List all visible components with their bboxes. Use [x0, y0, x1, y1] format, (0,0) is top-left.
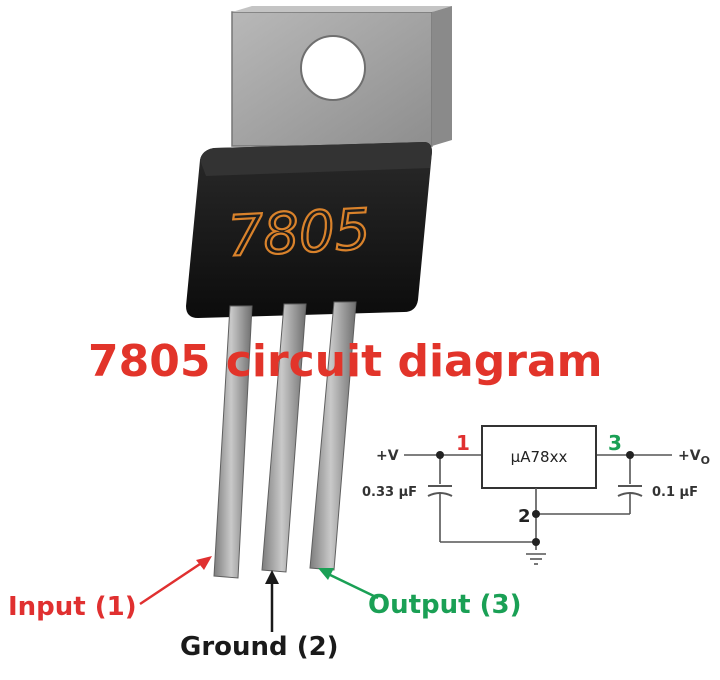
- output-pin-label: Output (3): [368, 590, 522, 620]
- pin2-label: 2: [518, 506, 531, 527]
- pin3-label: 3: [608, 431, 622, 455]
- output-rail-label: +VO: [678, 448, 710, 467]
- input-arrow: [139, 556, 212, 606]
- ground-arrow: [265, 570, 279, 632]
- regulator-schematic: [404, 425, 672, 565]
- chip-marking: 7805: [226, 197, 372, 269]
- pin1-label: 1: [456, 431, 470, 455]
- chip-body: 7805: [186, 142, 432, 318]
- lead-output: [309, 301, 357, 571]
- mounting-hole: [300, 35, 366, 101]
- input-cap-label: 0.33 μF: [362, 485, 417, 500]
- junction-dots: [436, 451, 634, 546]
- lead-input: [213, 305, 253, 579]
- input-rail-label: +V: [376, 448, 399, 464]
- ground-pin-label: Ground (2): [180, 632, 339, 662]
- heatsink-tab: [231, 6, 452, 147]
- ic-label: μA78xx: [511, 448, 568, 466]
- lead-ground: [261, 303, 307, 573]
- diagram-title: 7805 circuit diagram: [88, 336, 603, 387]
- ic-box: [481, 425, 597, 489]
- output-arrow: [318, 568, 379, 600]
- input-pin-label: Input (1): [8, 592, 137, 622]
- output-cap-label: 0.1 μF: [652, 485, 698, 500]
